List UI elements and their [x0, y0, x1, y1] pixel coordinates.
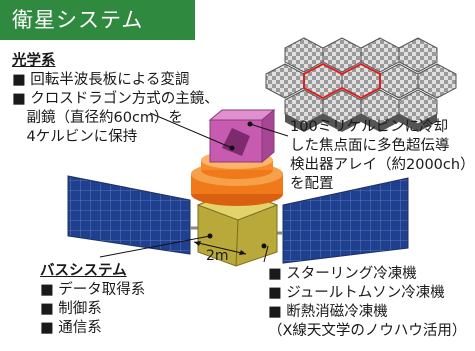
cooling-line: ■ 断熱消磁冷凍機: [268, 304, 388, 320]
page-title: 衛星システム: [0, 0, 195, 40]
optics-block: 光学系 ■ 回転半波長板による変調 ■ クロスドラゴン方式の主鏡、 副鏡（直径約…: [12, 52, 219, 147]
cooling-line: （X線天文学のノウハウ活用）: [268, 323, 467, 339]
bus-line: ■ 通信系: [40, 320, 102, 336]
bus-line: ■ 制御系: [40, 301, 102, 317]
bus-line: ■ データ取得系: [40, 282, 146, 298]
detector-line: 検出器アレイ（約2000ch）: [290, 157, 475, 173]
cooling-line: ■ ジュールトムソン冷凍機: [268, 285, 445, 301]
bus-heading: バスシステム: [40, 263, 127, 279]
detector-block: 100ミリケルビンに冷却 した焦点面に多色超伝導 検出器アレイ（約2000ch）…: [290, 118, 475, 194]
detector-array-graphic: [265, 37, 457, 132]
cooling-block: ■ スターリング冷凍機 ■ ジュールトムソン冷凍機 ■ 断熱消磁冷凍機 （X線天…: [268, 265, 466, 341]
optics-line: 副鏡（直径約60cm）を: [12, 110, 184, 126]
detector-line: した焦点面に多色超伝導: [290, 138, 450, 154]
bus-block: バスシステム ■ データ取得系 ■ 制御系 ■ 通信系: [40, 262, 145, 338]
optics-line: 4ケルビンに保持: [12, 129, 138, 145]
detector-line: 100ミリケルビンに冷却: [290, 119, 449, 135]
cooling-line: ■ スターリング冷凍機: [268, 266, 417, 282]
optics-heading: 光学系: [12, 53, 56, 69]
optics-line: ■ クロスドラゴン方式の主鏡、: [12, 91, 219, 107]
dimension-label: 2m: [206, 248, 229, 264]
optics-line: ■ 回転半波長板による変調: [12, 72, 190, 88]
detector-line: を配置: [290, 176, 334, 192]
